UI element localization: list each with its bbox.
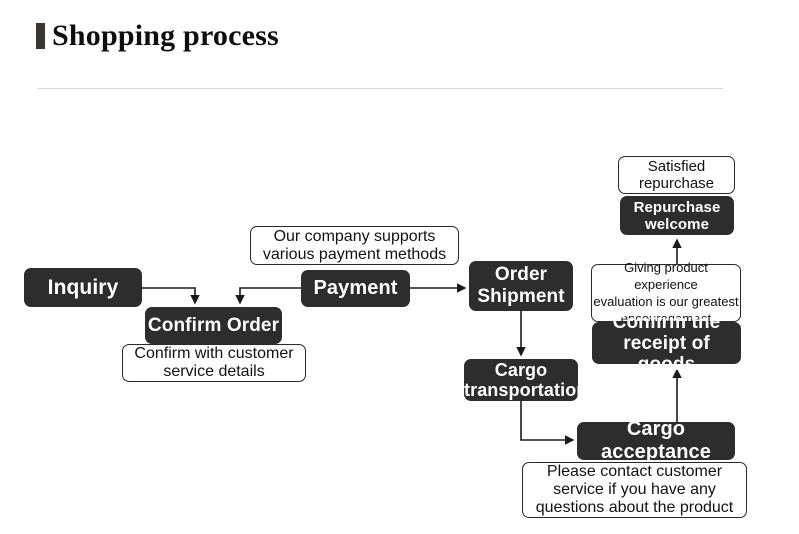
connector-cargo-transportation-to-cargo-acceptance [520, 401, 575, 445]
flow-node-repurchase-welcome-label: Repurchase welcome [633, 198, 721, 233]
flow-note-payment-label: Our company supports various payment met… [262, 227, 447, 263]
flow-note-payment: Our company supports various payment met… [250, 226, 459, 265]
flow-node-confirm-receipt[interactable]: Confirm the receipt of goods [592, 312, 741, 375]
title-bar-marker-icon [36, 23, 45, 49]
flow-note-confirm-order: Confirm with customer service details [122, 344, 306, 382]
connector-payment-to-confirm-order [235, 287, 301, 305]
flow-node-cargo-transportation-label: Cargo transportation [464, 360, 588, 400]
flow-note-satisfied-repurchase: Satisfied repurchase [618, 156, 735, 194]
flow-node-payment-label: Payment [313, 277, 398, 299]
flow-node-cargo-acceptance-label: Cargo acceptance [601, 418, 711, 463]
flow-node-inquiry[interactable]: Inquiry [24, 268, 142, 307]
flow-node-payment[interactable]: Payment [301, 270, 410, 307]
flow-node-confirm-order-label: Confirm Order [147, 314, 280, 336]
flow-note-confirm-order-label: Confirm with customer service details [134, 345, 294, 380]
flow-note-cargo-acceptance: Please contact customer service if you h… [522, 462, 747, 518]
connector-inquiry-to-confirm-order [142, 287, 200, 305]
flow-node-cargo-transportation[interactable]: Cargo transportation [464, 359, 588, 401]
flow-node-order-shipment[interactable]: Order Shipment [469, 261, 573, 311]
flow-node-confirm-order[interactable]: Confirm Order [145, 307, 282, 344]
flow-node-inquiry-label: Inquiry [47, 275, 119, 299]
flow-node-order-shipment-label: Order Shipment [477, 264, 565, 307]
page-title: Shopping process [52, 19, 279, 52]
header-divider [38, 88, 723, 89]
page-header: Shopping process [0, 0, 799, 100]
flow-note-cargo-acceptance-label: Please contact customer service if you h… [535, 463, 734, 516]
flow-node-repurchase-welcome[interactable]: Repurchase welcome [620, 196, 734, 235]
flow-node-cargo-acceptance[interactable]: Cargo acceptance [577, 418, 735, 463]
flow-node-confirm-receipt-label: Confirm the receipt of goods [612, 311, 721, 375]
flow-note-satisfied-repurchase-label: Satisfied repurchase [638, 158, 715, 192]
flow-note-evaluation: Giving product experience evaluation is … [591, 260, 741, 326]
page-title-row: Shopping process [36, 20, 279, 52]
